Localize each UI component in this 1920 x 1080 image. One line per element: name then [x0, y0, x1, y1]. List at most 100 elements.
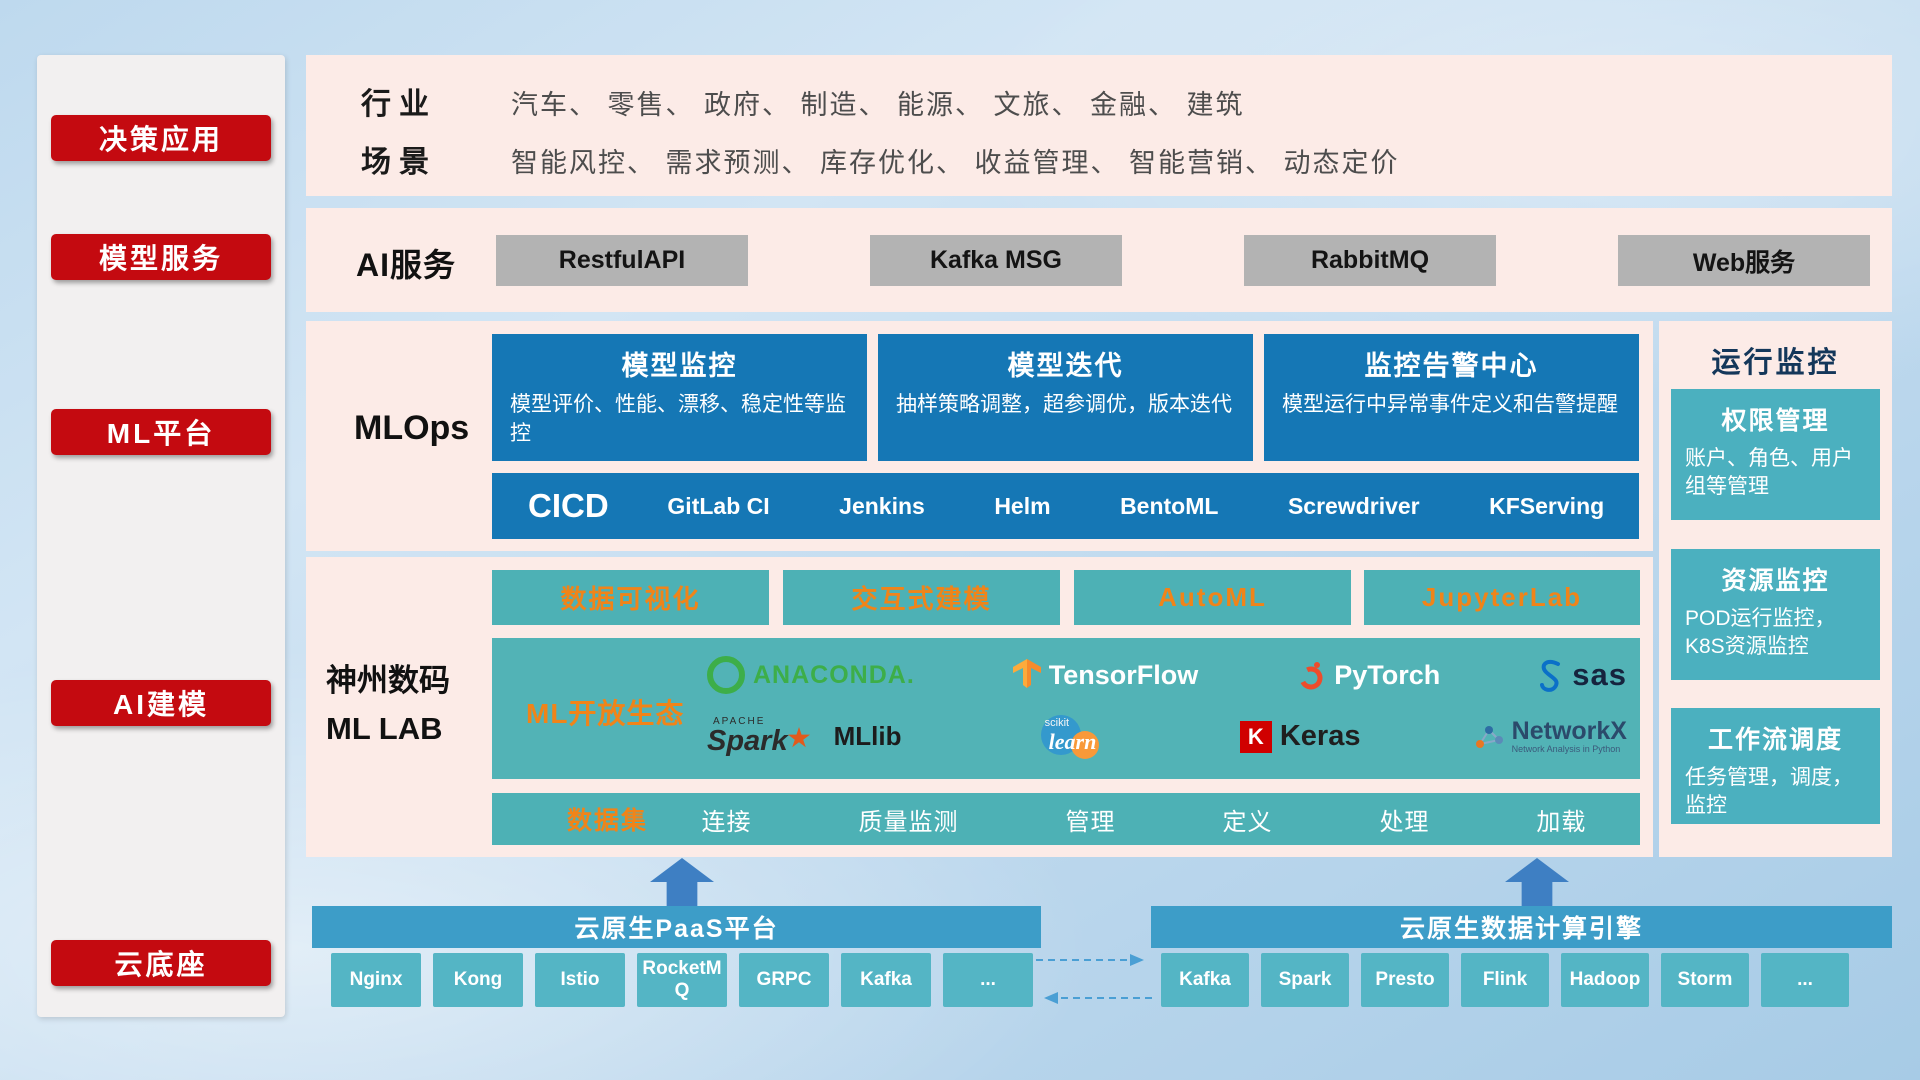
spark-wordmark: Spark	[707, 725, 788, 758]
cicd-bar: CICD GitLab CI Jenkins Helm BentoML Scre…	[492, 473, 1639, 539]
paas-item-rocketmq: RocketMQ	[637, 953, 727, 1007]
mllab-label-line2: ML LAB	[326, 711, 443, 747]
networkx-icon	[1475, 725, 1503, 748]
sas-logo: sas	[1538, 657, 1627, 693]
dataset-label: 数据集	[567, 807, 649, 835]
dataset-item-manage: 管理	[1065, 808, 1116, 836]
dataset-bar: 数据集 连接 质量监测 管理 定义 处理 加载	[492, 793, 1640, 845]
cicd-tool-jenkins: Jenkins	[839, 492, 925, 519]
mllib-wordmark: MLlib	[833, 721, 902, 752]
cicd-tool-screwdriver: Screwdriver	[1287, 492, 1420, 519]
sidebar-item-model-service: 模型服务	[51, 234, 271, 280]
cicd-tool-helm: Helm	[994, 492, 1051, 519]
mllab-label: 神州数码 ML LAB	[326, 657, 491, 753]
runtime-monitor-panel: 运行监控 权限管理 账户、角色、用户组等管理 资源监控 POD运行监控，K8S资…	[1659, 321, 1892, 857]
card-model-iteration: 模型迭代 抽样策略调整，超参调优，版本迭代	[878, 334, 1253, 461]
card-model-monitoring: 模型监控 模型评价、性能、漂移、稳定性等监控	[492, 334, 867, 461]
dataset-item-process: 处理	[1379, 808, 1430, 836]
paas-item-grpc: GRPC	[739, 953, 829, 1007]
cicd-tool-kfserving: KFServing	[1489, 492, 1605, 519]
service-rabbitmq: RabbitMQ	[1244, 235, 1496, 286]
engine-title-bar: 云原生数据计算引擎	[1151, 906, 1892, 948]
ai-service-panel: AI服务 RestfulAPI Kafka MSG RabbitMQ Web服务	[306, 208, 1892, 312]
card-title: 模型监控	[621, 351, 738, 381]
up-arrow-engine	[1505, 858, 1569, 906]
card-desc: POD运行监控，K8S资源监控	[1685, 607, 1836, 659]
engine-item-kafka: Kafka	[1161, 953, 1249, 1007]
sidebar-item-cloud-base: 云底座	[51, 940, 271, 986]
card-resource-monitoring: 资源监控 POD运行监控，K8S资源监控	[1671, 549, 1880, 680]
keras-wordmark: Keras	[1279, 720, 1361, 753]
service-kafka-msg: Kafka MSG	[870, 235, 1122, 286]
card-desc: 账户、角色、用户组等管理	[1685, 447, 1853, 499]
anaconda-icon	[707, 656, 745, 695]
sidebar-item-ai-modeling: AI建模	[51, 680, 271, 726]
mllab-label-line1: 神州数码	[326, 663, 450, 698]
networkx-subtitle: Network Analysis in Python	[1511, 744, 1621, 755]
industry-panel: 行业 汽车、 零售、 政府、 制造、 能源、 文旅、 金融、 建筑 场景 智能风…	[306, 55, 1892, 196]
paas-item-nginx: Nginx	[331, 953, 421, 1007]
card-title: 资源监控	[1721, 567, 1830, 595]
keras-logo: K Keras	[1239, 720, 1361, 753]
keras-icon: K	[1239, 720, 1272, 753]
engine-item-more: ...	[1761, 953, 1849, 1007]
cicd-tool-gitlab-ci: GitLab CI	[667, 492, 770, 519]
paas-item-kafka: Kafka	[841, 953, 931, 1007]
apache-label: APACHE	[713, 716, 766, 728]
dataset-item-define: 定义	[1222, 808, 1273, 836]
tensorflow-logo: TensorFlow	[1012, 659, 1198, 691]
sidebar: 决策应用 模型服务 ML平台 AI建模 云底座	[37, 55, 285, 1017]
feature-automl: AutoML	[1074, 570, 1351, 625]
card-desc: 任务管理，调度，监控	[1685, 766, 1853, 818]
cicd-tool-bentoml: BentoML	[1120, 492, 1219, 519]
dataset-item-quality: 质量监测	[858, 808, 959, 836]
spark-star-icon	[787, 727, 810, 748]
engine-item-flink: Flink	[1461, 953, 1549, 1007]
anaconda-logo: ANACONDA.	[707, 656, 915, 695]
service-restfulapi: RestfulAPI	[496, 235, 748, 286]
card-title: 监控告警中心	[1364, 351, 1539, 381]
sas-icon	[1540, 660, 1561, 693]
engine-item-hadoop: Hadoop	[1561, 953, 1649, 1007]
pytorch-logo: PyTorch	[1296, 658, 1440, 692]
ml-ecosystem-box: ML开放生态 ANACONDA. TensorFlow	[492, 638, 1640, 779]
learn-wordmark: learn	[1048, 728, 1097, 754]
up-arrow-paas	[650, 858, 714, 906]
dashed-connector-arrows	[1036, 954, 1152, 1004]
cicd-label: CICD	[528, 487, 609, 524]
mllab-panel: 神州数码 ML LAB 数据可视化 交互式建模 AutoML JupyterLa…	[306, 557, 1653, 857]
sidebar-item-ml-platform: ML平台	[51, 409, 271, 455]
paas-item-more: ...	[943, 953, 1033, 1007]
dataset-item-connect: 连接	[701, 808, 752, 836]
mlops-panel: MLOps 模型监控 模型评价、性能、漂移、稳定性等监控 模型迭代 抽样策略调整…	[306, 321, 1653, 551]
runtime-monitor-title: 运行监控	[1711, 347, 1840, 379]
service-web: Web服务	[1618, 235, 1870, 286]
pytorch-wordmark: PyTorch	[1334, 659, 1441, 690]
tensorflow-icon	[1012, 659, 1041, 689]
card-alert-center: 监控告警中心 模型运行中异常事件定义和告警提醒	[1264, 334, 1639, 461]
feature-interactive-modeling: 交互式建模	[783, 570, 1060, 625]
card-desc: 模型评价、性能、漂移、稳定性等监控	[510, 393, 846, 446]
scenario-label: 场景	[361, 146, 437, 179]
card-permission-management: 权限管理 账户、角色、用户组等管理	[1671, 389, 1880, 520]
industry-list: 汽车、 零售、 政府、 制造、 能源、 文旅、 金融、 建筑	[511, 90, 1245, 120]
sidebar-item-decision-apps: 决策应用	[51, 115, 271, 161]
feature-jupyterlab: JupyterLab	[1364, 570, 1640, 625]
spark-mllib-logo: APACHE Spark MLlib	[707, 717, 901, 756]
scikit-learn-logo: scikit learn	[1015, 713, 1127, 761]
ai-service-label: AI服务	[356, 247, 457, 283]
card-desc: 抽样策略调整，超参调优，版本迭代	[896, 393, 1232, 416]
engine-item-presto: Presto	[1361, 953, 1449, 1007]
card-title: 工作流调度	[1707, 726, 1843, 754]
anaconda-wordmark: ANACONDA.	[753, 660, 915, 689]
paas-item-kong: Kong	[433, 953, 523, 1007]
feature-data-visualization: 数据可视化	[492, 570, 769, 625]
networkx-wordmark: NetworkX	[1511, 716, 1627, 745]
card-title: 模型迭代	[1007, 351, 1124, 381]
paas-item-istio: Istio	[535, 953, 625, 1007]
card-desc: 模型运行中异常事件定义和告警提醒	[1282, 393, 1618, 416]
sas-wordmark: sas	[1572, 657, 1627, 693]
pytorch-icon	[1299, 662, 1323, 690]
engine-item-spark: Spark	[1261, 953, 1349, 1007]
